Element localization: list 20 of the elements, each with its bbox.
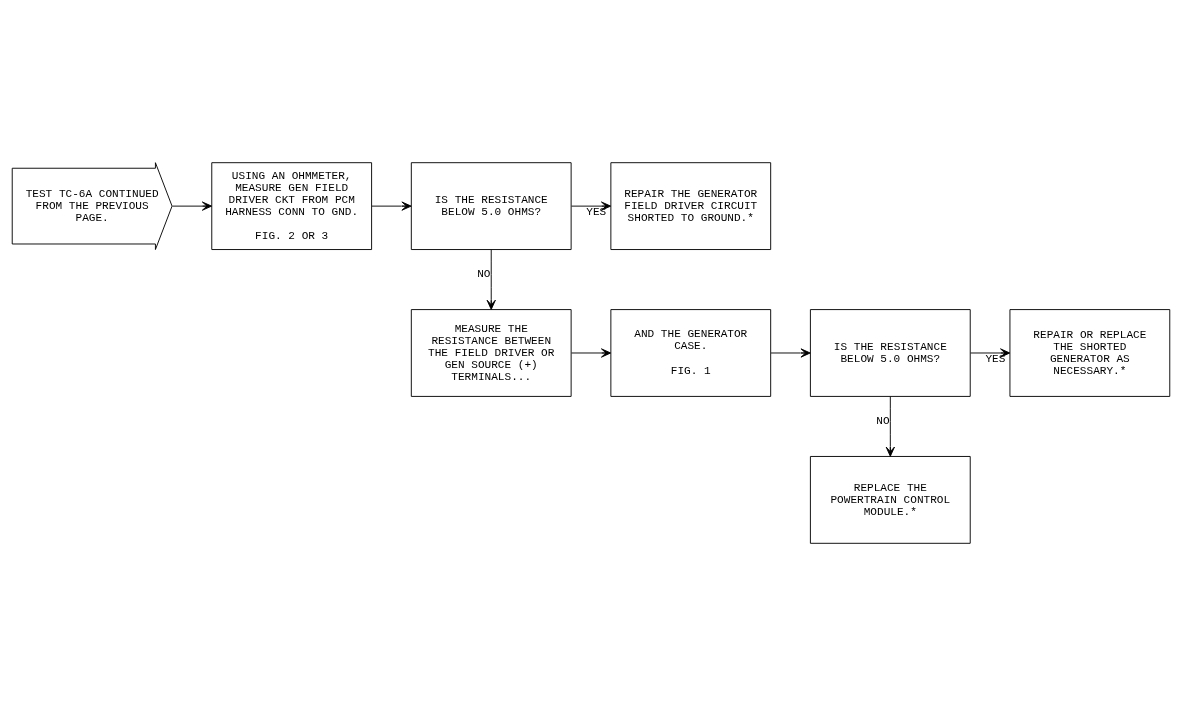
arrow [571, 348, 612, 358]
arrow [770, 348, 811, 358]
arrow [970, 348, 1011, 358]
node-box: USING AN OHMMETER, MEASURE GEN FIELD DRIVER CKT FROM PCM HARNESS CONN TO GND. FIG. 2 OR 3 [211, 162, 373, 250]
edge-label: NO [477, 267, 491, 280]
node-box: MEASURE THE RESISTANCE BETWEEN THE FIELD DRIVER OR GEN SOURCE (+) TERMINALS... [410, 309, 572, 397]
arrow [885, 396, 895, 457]
node-box: REPAIR OR REPLACE THE SHORTED GENERATOR AS NECESSARY.* [1009, 309, 1171, 397]
node-box: REPLACE THE POWERTRAIN CONTROL MODULE.* [809, 456, 971, 544]
node-box: IS THE RESISTANCE BELOW 5.0 OHMS? [809, 309, 971, 397]
edge-label: YES [985, 352, 1006, 365]
arrow [371, 201, 412, 211]
node-box: AND THE GENERATOR CASE. FIG. 1 [610, 309, 772, 397]
arrow [571, 201, 612, 211]
arrow [486, 249, 496, 310]
edge-label: NO [876, 414, 890, 427]
edge-label: YES [586, 205, 607, 218]
node-box: REPAIR THE GENERATOR FIELD DRIVER CIRCUIT SHORTED TO GROUND.* [610, 162, 772, 250]
node-box: IS THE RESISTANCE BELOW 5.0 OHMS? [410, 162, 572, 250]
arrow [171, 201, 212, 211]
